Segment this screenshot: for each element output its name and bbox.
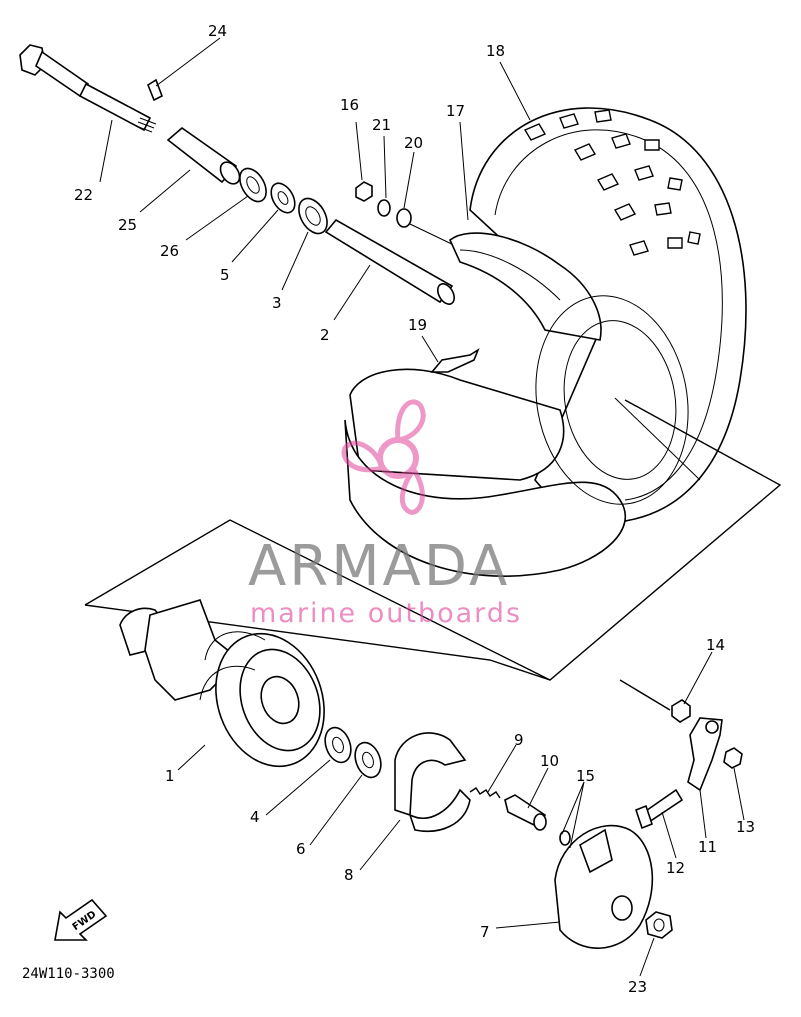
label-20: 20 [404,134,423,152]
cotter-pin [147,78,164,102]
label-13: 13 [736,818,755,836]
label-10: 10 [540,752,559,770]
label-3: 3 [272,294,282,312]
label-1: 1 [165,767,175,785]
label-24: 24 [208,22,227,40]
axle-bolt [19,44,157,133]
label-5: 5 [220,266,230,284]
label-15: 15 [576,767,595,785]
axle-spacer [324,218,455,305]
nut [355,181,373,202]
label-8: 8 [344,866,354,884]
assembly-frame [84,399,782,681]
seal-lower [354,741,382,779]
lever-nut [723,747,743,769]
watermark-tagline: marine outboards [250,598,522,629]
diagram-code: 24W110-3300 [22,966,115,982]
wheel-hub [119,599,325,768]
label-21: 21 [372,116,391,134]
brake-spring [469,787,501,799]
label-16: 16 [340,96,359,114]
spacer-ring [270,182,296,214]
label-22: 22 [74,186,93,204]
bolt [635,788,684,830]
label-11: 11 [698,838,717,856]
label-7: 7 [480,923,490,941]
brake-shoe-plate [554,824,654,949]
brake-camshaft [504,794,547,831]
bearing-upper [298,197,328,235]
label-19: 19 [408,316,427,334]
label-12: 12 [666,859,685,877]
label-25: 25 [118,216,137,234]
label-23: 23 [628,978,647,996]
watermark-logo [341,399,426,515]
leader-lines [99,37,745,977]
label-4: 4 [250,808,260,826]
part-labels: 1 2 3 4 5 6 7 8 9 10 11 12 13 14 15 16 1… [74,22,755,996]
inner-wheel-half [344,295,689,577]
camshaft-lever [687,717,723,792]
label-26: 26 [160,242,179,260]
collar [166,126,241,185]
label-18: 18 [486,42,505,60]
plain-washer [396,208,412,228]
watermark-brand: ARMADA [248,534,510,599]
lock-washer [377,199,391,217]
lever-frame [619,679,671,711]
label-14: 14 [706,636,725,654]
label-2: 2 [320,326,330,344]
brake-shoe [394,732,471,832]
label-9: 9 [514,731,524,749]
lever-nut-upper [671,699,691,723]
axle-nut [645,911,673,939]
oil-seal [239,167,267,203]
label-17: 17 [446,102,465,120]
label-6: 6 [296,840,306,858]
o-ring [559,830,571,846]
fwd-arrow-icon: FWD [54,898,108,941]
bearing-lower [324,726,352,764]
